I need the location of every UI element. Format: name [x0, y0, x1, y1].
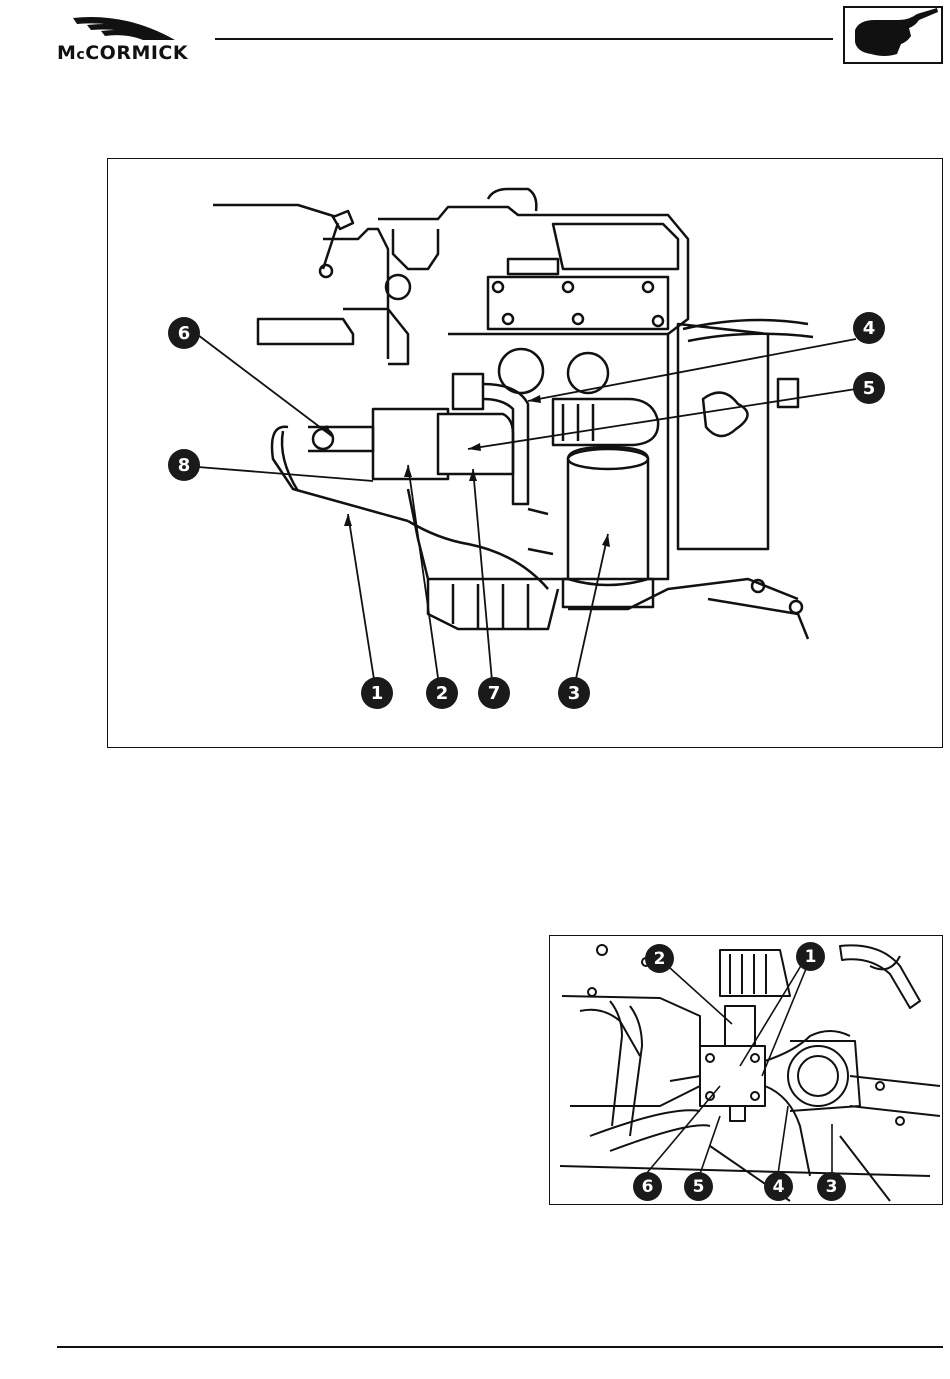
brand-name-prefix: M	[57, 42, 76, 64]
section-tab	[843, 6, 943, 64]
brand-name-rest: CORMICK	[85, 42, 188, 64]
callout-6: 6	[168, 317, 200, 349]
callout-1: 1	[796, 942, 825, 971]
callout-5: 5	[853, 372, 885, 404]
callout-4: 4	[853, 312, 885, 344]
callout-5: 5	[684, 1172, 713, 1201]
pump-detail-drawing	[550, 936, 943, 1205]
brand-logo: McCORMICK	[55, 10, 210, 62]
header-rule	[215, 38, 833, 40]
figure-bottom-pump-detail: 2 1 6 5 4 3	[549, 935, 943, 1205]
mccormick-stripes-logo-icon	[55, 10, 210, 46]
brand-name-small: c	[76, 47, 85, 63]
callout-2: 2	[645, 944, 674, 973]
hand-pointer-icon	[845, 8, 941, 62]
callout-8: 8	[168, 449, 200, 481]
callout-3: 3	[817, 1172, 846, 1201]
callout-6: 6	[633, 1172, 662, 1201]
callout-3: 3	[558, 677, 590, 709]
callout-4: 4	[764, 1172, 793, 1201]
callout-1: 1	[361, 677, 393, 709]
engine-drawing	[108, 159, 943, 748]
callout-7: 7	[478, 677, 510, 709]
brand-name: McCORMICK	[57, 42, 188, 64]
callout-2: 2	[426, 677, 458, 709]
figure-top-engine: 6 8 4 5 1 2 7 3	[107, 158, 943, 748]
footer-rule	[57, 1346, 943, 1348]
